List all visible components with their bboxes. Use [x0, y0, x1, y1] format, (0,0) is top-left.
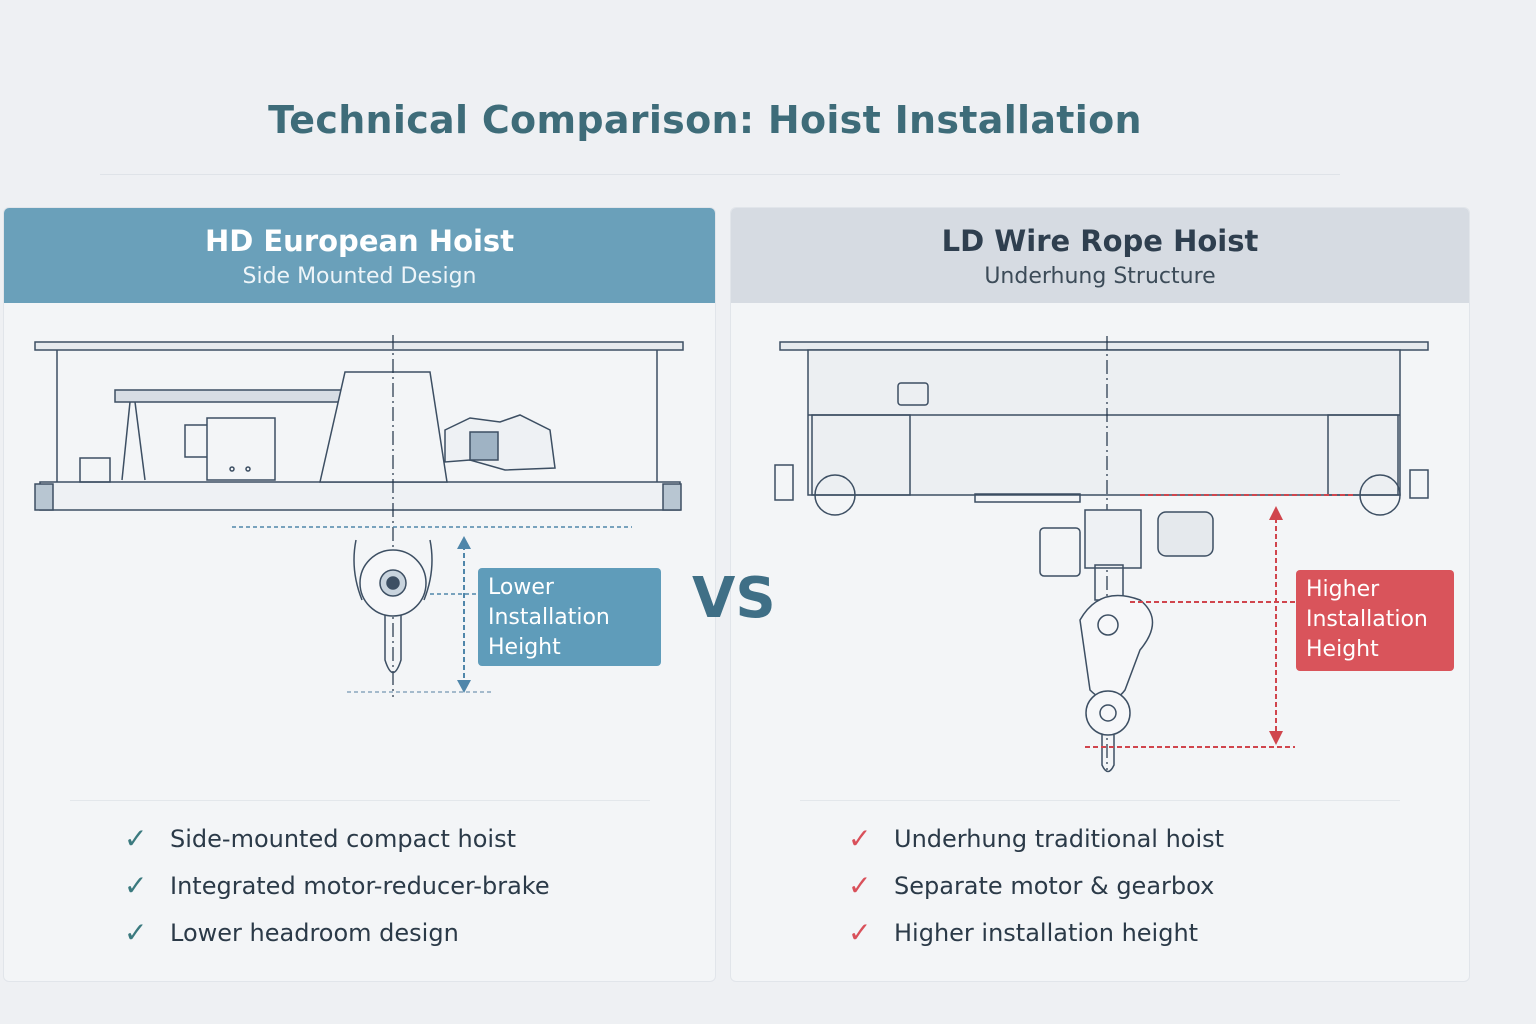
- ld-wire-rope-hoist-card: LD Wire Rope Hoist Underhung Structure: [730, 207, 1470, 982]
- card-title: HD European Hoist: [204, 224, 515, 258]
- list-item: ✓ Higher installation height: [848, 909, 1224, 956]
- card-header: LD Wire Rope Hoist Underhung Structure: [731, 208, 1469, 303]
- label-line: Height: [488, 635, 561, 660]
- hd-hoist-drawing: [34, 335, 684, 697]
- card-subtitle: Underhung Structure: [984, 264, 1216, 289]
- check-icon: ✓: [124, 822, 148, 855]
- check-icon: ✓: [124, 916, 148, 949]
- list-item: ✓ Side-mounted compact hoist: [124, 815, 550, 862]
- list-item: ✓ Lower headroom design: [124, 909, 550, 956]
- higher-height-label: Higher Installation Height: [1296, 570, 1454, 671]
- vs-label: VS: [692, 566, 776, 631]
- check-icon: ✓: [848, 822, 872, 855]
- feature-divider: [800, 800, 1400, 801]
- card-subtitle: Side Mounted Design: [242, 264, 477, 289]
- feature-text: Higher installation height: [894, 918, 1199, 947]
- check-icon: ✓: [124, 869, 148, 902]
- label-line: Lower: [488, 575, 554, 600]
- lower-height-label: Lower Installation Height: [478, 568, 661, 666]
- check-icon: ✓: [848, 916, 872, 949]
- list-item: ✓ Separate motor & gearbox: [848, 862, 1224, 909]
- feature-text: Lower headroom design: [170, 918, 459, 947]
- feature-text: Separate motor & gearbox: [894, 871, 1215, 900]
- feature-text: Side-mounted compact hoist: [170, 824, 516, 853]
- label-line: Installation: [488, 605, 610, 630]
- hd-feature-list: ✓ Side-mounted compact hoist ✓ Integrated …: [124, 815, 550, 956]
- ld-hoist-drawing: [774, 336, 1429, 773]
- check-icon: ✓: [848, 869, 872, 902]
- label-line: Installation: [1306, 607, 1428, 632]
- card-header: HD European Hoist Side Mounted Design: [4, 208, 715, 303]
- page-title: Technical Comparison: Hoist Installation: [268, 98, 1142, 142]
- feature-divider: [70, 800, 650, 801]
- list-item: ✓ Integrated motor-reducer-brake: [124, 862, 550, 909]
- list-item: ✓ Underhung traditional hoist: [848, 815, 1224, 862]
- hd-european-hoist-card: HD European Hoist Side Mounted Design: [3, 207, 716, 982]
- card-title: LD Wire Rope Hoist: [941, 224, 1259, 258]
- label-line: Higher: [1306, 577, 1380, 602]
- label-line: Height: [1306, 637, 1379, 662]
- feature-text: Underhung traditional hoist: [894, 824, 1225, 853]
- feature-text: Integrated motor-reducer-brake: [170, 871, 550, 900]
- title-divider: [100, 174, 1340, 175]
- ld-feature-list: ✓ Underhung traditional hoist ✓ Separate m…: [848, 815, 1224, 956]
